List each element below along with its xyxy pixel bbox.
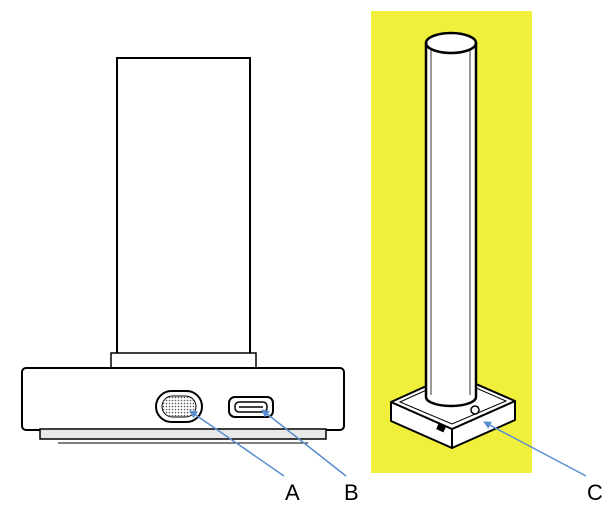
isometric-view (371, 11, 532, 473)
isometric-column (424, 31, 478, 408)
callout-label-b: B (344, 480, 359, 505)
front-view (21, 57, 345, 444)
callout-label-c: C (587, 480, 603, 505)
leader-line-a (189, 410, 285, 477)
leader-line-b (261, 409, 347, 477)
callout-label-a: A (285, 480, 300, 505)
front-view-column (116, 57, 251, 359)
leader-line-c (483, 421, 587, 477)
sensor-window (155, 390, 203, 423)
front-view-collar (110, 352, 257, 370)
indicator-light (470, 405, 480, 415)
front-view-base-lip (39, 428, 327, 440)
